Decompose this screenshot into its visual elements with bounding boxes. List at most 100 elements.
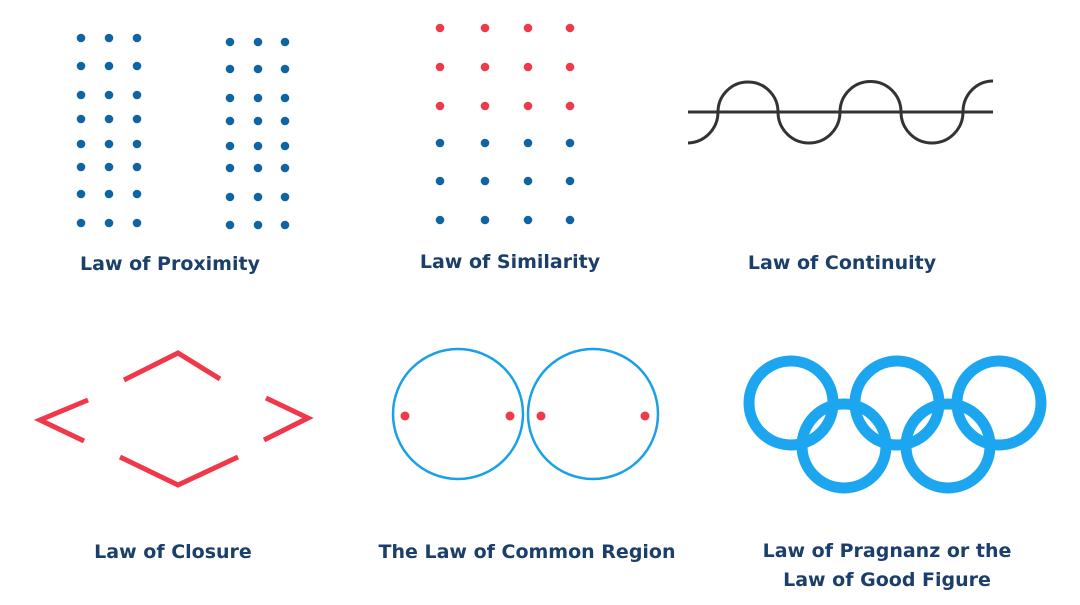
dot [104, 90, 114, 100]
dot [225, 116, 235, 126]
dot [76, 114, 86, 124]
dot [104, 114, 114, 124]
dot [280, 64, 290, 74]
dot [480, 176, 490, 186]
ring [951, 355, 1047, 451]
dot [253, 64, 263, 74]
dot [565, 62, 575, 72]
dot [280, 163, 290, 173]
dot [253, 141, 263, 151]
dot [480, 101, 490, 111]
dot [480, 23, 490, 33]
region-dot [640, 411, 650, 421]
dot [104, 218, 114, 228]
region-dot [536, 411, 546, 421]
region-dot [505, 411, 515, 421]
dot [225, 163, 235, 173]
dot [523, 176, 533, 186]
dot [523, 23, 533, 33]
dot [225, 37, 235, 47]
dot [523, 101, 533, 111]
continuity-wave [687, 79, 994, 145]
dot [76, 90, 86, 100]
dot [253, 93, 263, 103]
dot [225, 220, 235, 230]
dot [435, 176, 445, 186]
dot [132, 90, 142, 100]
dot [76, 139, 86, 149]
label-proximity: Law of Proximity [80, 253, 260, 275]
dot [435, 215, 445, 225]
dot [523, 138, 533, 148]
label-similarity: Law of Similarity [419, 251, 601, 273]
dot [76, 33, 86, 43]
closure-right-segment [262, 395, 314, 443]
dot [132, 218, 142, 228]
dot [480, 138, 490, 148]
dot [76, 162, 86, 172]
dot [104, 33, 114, 43]
dot [280, 37, 290, 47]
dot [104, 189, 114, 199]
dot [132, 61, 142, 71]
dot [132, 189, 142, 199]
dot [253, 192, 263, 202]
dot [132, 33, 142, 43]
region-circle-right [526, 347, 660, 481]
ring [796, 398, 892, 494]
dot [565, 215, 575, 225]
label-common-region: The Law of Common Region [378, 541, 676, 563]
dot [280, 116, 290, 126]
label-pragnanz-line2: Law of Good Figure [783, 569, 991, 591]
closure-top-segment [122, 350, 222, 383]
dot [435, 23, 445, 33]
region-circle-left [391, 347, 525, 481]
dot [280, 220, 290, 230]
dot [523, 62, 533, 72]
dot [253, 163, 263, 173]
ring [849, 355, 945, 451]
common-region-figure [391, 347, 660, 481]
dot [132, 162, 142, 172]
label-pragnanz-line1: Law of Pragnanz or the [762, 540, 1012, 562]
dot [565, 138, 575, 148]
dot [76, 61, 86, 71]
similarity-dots [435, 23, 575, 225]
dot [280, 93, 290, 103]
dot [280, 192, 290, 202]
dot [253, 220, 263, 230]
dot [523, 215, 533, 225]
dot [565, 23, 575, 33]
dot [225, 93, 235, 103]
dot [225, 141, 235, 151]
dot [225, 64, 235, 74]
dot [435, 138, 445, 148]
dot [435, 101, 445, 111]
ring [900, 398, 996, 494]
dot [104, 139, 114, 149]
label-closure: Law of Closure [94, 541, 252, 563]
dot [480, 215, 490, 225]
dot [76, 218, 86, 228]
continuity-figure [687, 79, 994, 145]
dot [435, 62, 445, 72]
closure-bottom-segment [118, 454, 240, 488]
region-dot [400, 411, 410, 421]
proximity-dots [76, 33, 290, 230]
dot [132, 114, 142, 124]
olympic-rings-figure [743, 355, 1047, 494]
dot [565, 176, 575, 186]
dot [280, 141, 290, 151]
dot [104, 162, 114, 172]
dot [565, 101, 575, 111]
dot [253, 116, 263, 126]
closure-left-segment [33, 397, 89, 444]
dot [225, 192, 235, 202]
dot [253, 37, 263, 47]
dot [76, 189, 86, 199]
label-pragnanz: Law of Pragnanz or the Law of Good Figur… [763, 537, 1012, 595]
closure-figure [33, 350, 314, 488]
dot [132, 139, 142, 149]
label-continuity: Law of Continuity [747, 252, 937, 274]
